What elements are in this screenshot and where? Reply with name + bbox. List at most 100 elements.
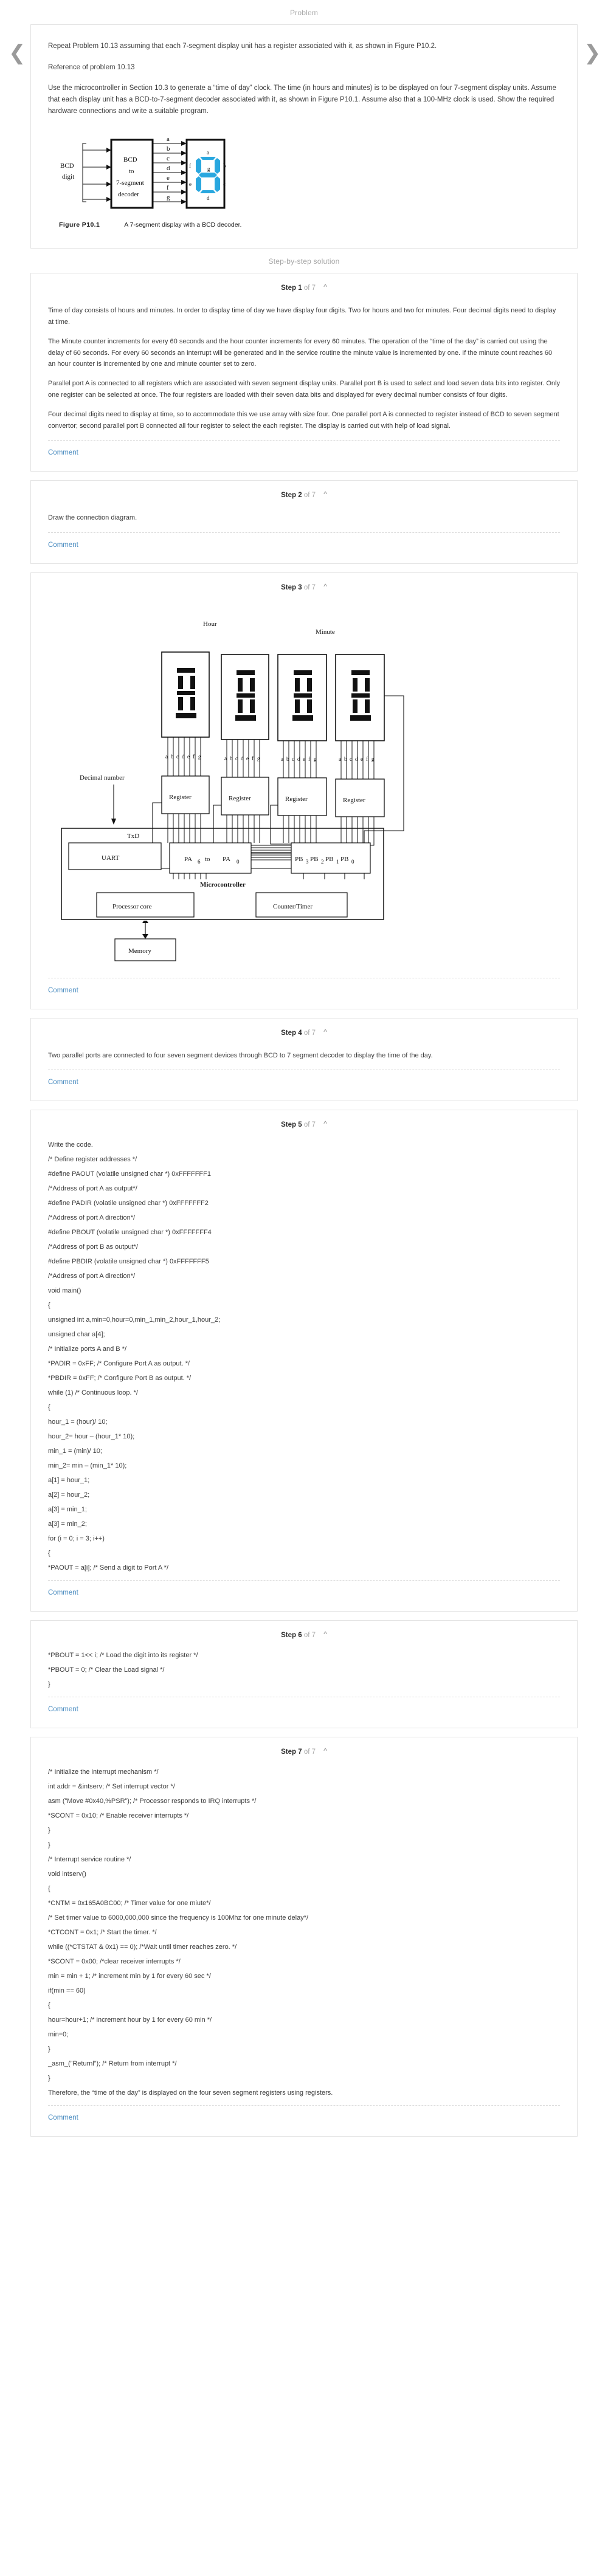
code-line: for (i = 0; i = 3; i++) [48,1535,105,1543]
register-label-2: Register [229,795,251,802]
comment-link-7[interactable]: Comment [48,2114,78,2122]
step-number-2: 2 [298,492,302,500]
microcontroller-label: Microcontroller [200,881,246,888]
display-segment-e [196,176,201,193]
bcd-digit-label-line2: digit [62,173,74,180]
code-line: if(min == 60) [48,1987,86,1995]
register-label-3: Register [285,795,308,803]
code-line: min=0; [48,2031,69,2039]
code-line: *SCONT = 0x10; /* Enable receiver interr… [48,1812,189,1820]
register-label-4: Register [343,797,365,804]
bus-label-g2-c: c [235,755,238,761]
step-card-3: Step 3 of 7 ^ Hour Minute [30,572,578,1009]
step-card-6: Step 6 of 7 ^ *PBOUT = 1<< i; /* Load th… [30,1620,578,1729]
bus-label-g1-e: e [187,754,190,760]
bus-label-g4-e: e [361,756,363,762]
code-line: } [48,1841,50,1849]
code-line: /*Address of port B as output*/ [48,1243,138,1251]
chevron-up-icon[interactable]: ^ [323,1747,327,1756]
step4-paragraph-1: Two parallel ports are connected to four… [48,1051,433,1059]
comment-link-1[interactable]: Comment [48,449,78,457]
chevron-up-icon[interactable]: ^ [323,1027,327,1036]
code-line: while ((*CTSTAT & 0x1) == 0); /*Wait unt… [48,1943,237,1951]
code-line: Therefore, the “time of the day” is disp… [48,2089,333,2097]
bus-label-a: a [167,136,170,143]
code-line: void main() [48,1287,81,1295]
bus-label-g4-g: g [371,756,375,762]
code-line: while (1) /* Continuous loop. */ [48,1389,138,1397]
bus-label-g2-g: g [257,755,260,761]
bus-label-g2-e: e [246,755,249,761]
porta-sub-low: 0 [237,859,240,865]
microcontroller-connection-diagram: Hour Minute [61,620,404,920]
decoder-label-line2: to [129,168,134,175]
code-line: #define PBDIR (volatile unsigned char *)… [48,1258,209,1266]
code-line: min = min + 1; /* increment min by 1 for… [48,1973,211,1980]
porta-sub-high: 6 [198,859,201,865]
problem-paragraph-3: Use the microcontroller in Section 10.3 … [48,84,556,115]
figure-caption-label: Figure P10.1 [59,221,100,229]
display-label-b: b [223,163,226,169]
code-line: unsigned int a,min=0,hour=0,min_1,min_2,… [48,1316,221,1324]
bus-label-g2-b: b [230,755,233,761]
step-total-2: 7 [311,492,316,500]
display-segment-b [215,158,220,174]
code-line: /* Initialize ports A and B */ [48,1345,127,1353]
bus-label-g4-f: f [366,756,368,762]
comment-link-5[interactable]: Comment [48,1589,78,1597]
step-of-2: of [303,492,310,500]
bus-label-d: d [167,165,170,172]
step-of-6: of [303,1632,310,1640]
decoder-label-line3: 7-segment [116,179,144,187]
code-line: a[2] = hour_2; [48,1491,90,1499]
bus-label-g4-d: d [355,756,358,762]
code-line: #define PBOUT (volatile unsigned char *)… [48,1229,212,1237]
step-total-5: 7 [311,1121,316,1129]
next-problem-arrow[interactable]: ❯ [584,42,601,64]
code-line: *PBOUT = 0; /* Clear the Load signal */ [48,1666,165,1674]
code-line: { [48,1302,50,1310]
step-of-7: of [303,1748,310,1756]
chevron-up-icon[interactable]: ^ [323,1630,327,1639]
bcd-decoder-figure-svg: BCD digit BCD to 7-segment decoder [60,136,226,209]
chevron-up-icon[interactable]: ^ [323,1119,327,1128]
step-number-6: 6 [298,1632,302,1640]
step-header-1: Step 1 of 7 ^ [31,273,577,294]
comment-link-3[interactable]: Comment [48,986,78,994]
step-total-3: 7 [311,583,316,591]
step-number-4: 4 [298,1029,302,1037]
bus-label-g3-b: b [286,756,289,762]
step7-divider [48,2105,560,2106]
decimal-number-label: Decimal number [80,774,125,781]
code-line: min_2= min – (min_1* 10); [48,1462,127,1470]
figure-p10-1: BCD digit BCD to 7-segment decoder [48,130,560,228]
chevron-up-icon[interactable]: ^ [323,490,327,499]
figure-caption-text: A 7-segment display with a BCD decoder. [124,221,242,229]
code-line: asm (”Move #0x40,%PSR”); /* Processor re… [48,1798,257,1805]
display-label-d: d [207,195,210,201]
step-word-1: Step [281,284,297,292]
comment-link-4[interactable]: Comment [48,1079,78,1087]
chevron-up-icon[interactable]: ^ [323,283,327,292]
bus-label-g2-d: d [241,755,244,761]
portb-sub-2: 2 [321,859,324,865]
step-card-2: Step 2 of 7 ^ Draw the connection diagra… [30,480,578,564]
portb-sub-1: 1 [336,859,339,865]
display-segment-f [196,158,201,174]
code-line: /*Address of port A direction*/ [48,1214,136,1222]
bus-label-g1-a: a [165,754,168,760]
bus-label-g1-f: f [193,754,195,760]
code-line: _asm_(”Returnl”); /* Return from interru… [48,2060,177,2068]
code-line: hour_1 = (hour)/ 10; [48,1418,108,1426]
code-line: { [48,2002,50,2010]
comment-link-6[interactable]: Comment [48,1706,78,1714]
portb-sub-0: 0 [351,859,354,865]
bus-label-e: e [167,174,170,182]
step2-divider [48,532,560,533]
step-word-6: Step [281,1632,297,1640]
prev-problem-arrow[interactable]: ❮ [9,42,26,64]
chevron-up-icon[interactable]: ^ [323,582,327,591]
step-word-4: Step [281,1029,297,1037]
comment-link-2[interactable]: Comment [48,541,78,549]
decoder-label-line4: decoder [118,191,139,198]
